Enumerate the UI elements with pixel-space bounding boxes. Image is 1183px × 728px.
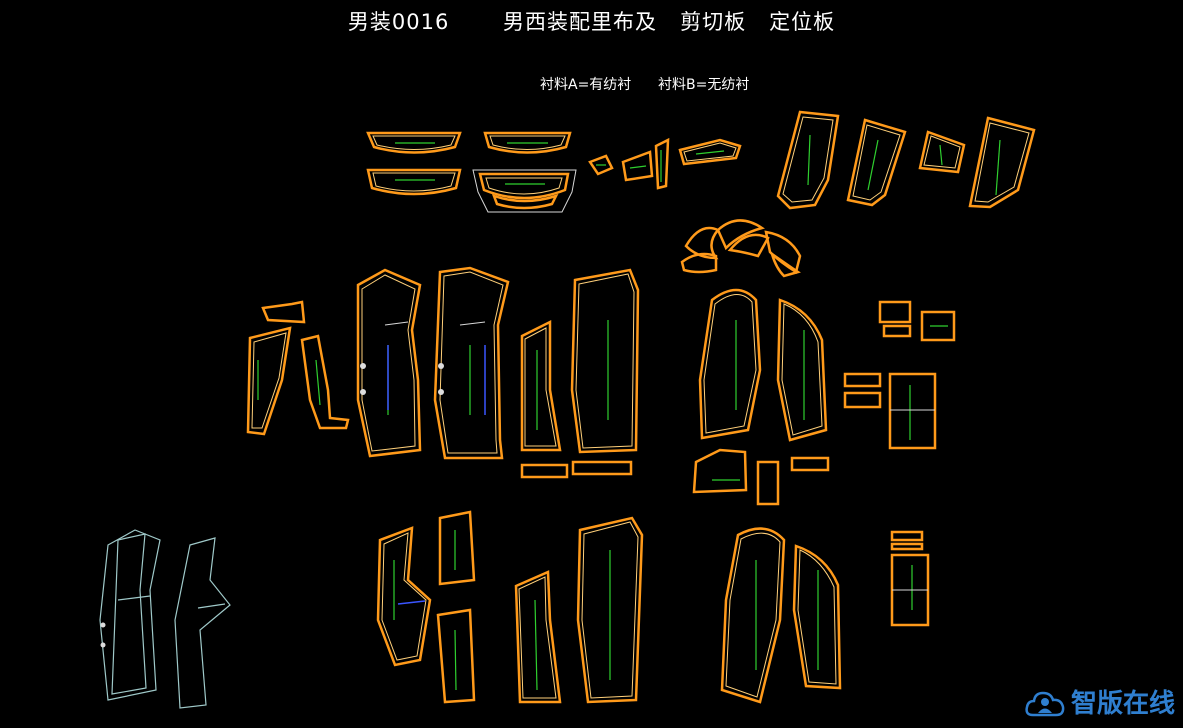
- top-collar-piece-1: [366, 131, 462, 154]
- lining-side-piece: [514, 570, 562, 704]
- interlining-note: 衬料A=有纺衬 衬料B=无纺衬: [540, 77, 750, 93]
- sleeve-piece-2: [776, 298, 828, 442]
- watermark-logo: 智版在线: [1025, 683, 1175, 720]
- facing-crescent-pieces: [680, 219, 802, 278]
- lining-front-piece: [376, 526, 432, 667]
- drawing-title: 男装0016 男西装配里布及 剪切板 定位板: [347, 10, 836, 34]
- collar-stand-template: [472, 169, 577, 213]
- front-body-piece-2: [433, 266, 510, 460]
- top-collar-piece-2: [483, 131, 572, 154]
- front-body-piece-1: [356, 268, 422, 458]
- lapel-facing-pieces: [246, 300, 350, 436]
- sleeve-piece-1: [698, 288, 762, 440]
- back-body-piece: [570, 268, 640, 454]
- side-panel-piece: [520, 319, 562, 452]
- hem-strip-pieces: [520, 460, 633, 479]
- right-side-small-pieces: [843, 300, 956, 450]
- draft-front-outline: [99, 529, 231, 709]
- small-pocket-pieces: [588, 137, 742, 190]
- under-collar-piece: [366, 168, 462, 196]
- watermark-text: 智版在线: [1070, 689, 1175, 719]
- lining-right-pieces: [890, 530, 930, 627]
- lining-small-pieces: [436, 510, 476, 704]
- cloud-person-icon: [1025, 691, 1065, 716]
- pocket-flap-pieces: [692, 448, 830, 506]
- lining-back-piece: [576, 516, 644, 704]
- top-right-pieces: [776, 110, 1036, 210]
- lining-sleeve-pieces: [720, 527, 842, 704]
